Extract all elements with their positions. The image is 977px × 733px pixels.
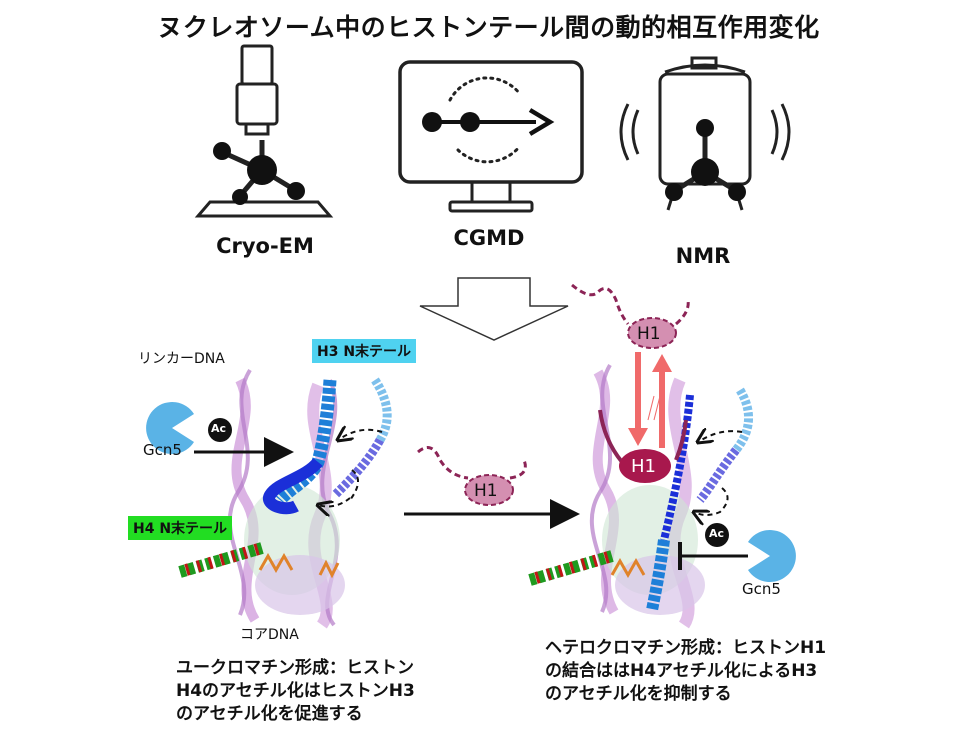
linker-dna-label: リンカーDNA bbox=[138, 351, 225, 367]
cryo-em-molecule-icon bbox=[213, 142, 305, 205]
ac-label-right: Ac bbox=[709, 527, 725, 540]
left-caption-line-1: ユークロマチン形成：ヒストン bbox=[176, 658, 414, 678]
nmr-molecule-icon bbox=[665, 119, 746, 201]
down-arrow-icon bbox=[419, 277, 569, 341]
gcn5-icon-right bbox=[748, 530, 796, 582]
cryo-em-microscope-icon bbox=[194, 44, 334, 218]
right-caption-line-1: ヘテロクロマチン形成：ヒストンH1 bbox=[545, 638, 827, 658]
right-caption-line-3: のアセチル化を抑制する bbox=[545, 684, 732, 704]
h1-label-bound: H1 bbox=[631, 456, 656, 477]
left-nucleosome bbox=[146, 368, 392, 629]
right-caption: ヘテロクロマチン形成：ヒストンH1 の結合ははH4アセチル化によるH3 のアセチ… bbox=[545, 637, 826, 706]
gcn5-icon-left bbox=[146, 402, 194, 454]
method-label-cgmd: CGMD bbox=[453, 226, 525, 250]
h4-tail-tag: H4 N末テール bbox=[128, 516, 233, 540]
acetyl-icon-right bbox=[705, 523, 729, 547]
gcn5-label-right: Gcn5 bbox=[742, 580, 781, 598]
right-caption-line-2: の結合ははH4アセチル化によるH3 bbox=[545, 661, 818, 681]
figure-title: ヌクレオソーム中のヒストンテール間の動的相互作用変化 bbox=[157, 13, 820, 42]
h1-label-middle: H1 bbox=[474, 481, 498, 501]
method-label-nmr: NMR bbox=[675, 244, 731, 268]
ac-label-left: Ac bbox=[211, 422, 227, 435]
left-caption: ユークロマチン形成：ヒストン H4のアセチル化はヒストンH3 のアセチル化を促進… bbox=[176, 657, 415, 726]
gcn5-label-left: Gcn5 bbox=[143, 441, 182, 459]
left-caption-line-2: H4のアセチル化はヒストンH3 bbox=[176, 681, 415, 701]
acetyl-icon-left bbox=[208, 418, 232, 442]
cgmd-monitor-icon bbox=[398, 60, 584, 213]
left-caption-line-3: のアセチル化を促進する bbox=[176, 704, 363, 724]
core-dna-label: コアDNA bbox=[240, 627, 299, 643]
middle-h1-group bbox=[404, 446, 580, 529]
h3-tail-tag: H3 N末テール bbox=[312, 339, 417, 363]
method-label-cryo-em: Cryo-EM bbox=[216, 234, 314, 258]
right-nucleosome bbox=[528, 283, 796, 629]
h1-label-top: H1 bbox=[637, 324, 661, 344]
